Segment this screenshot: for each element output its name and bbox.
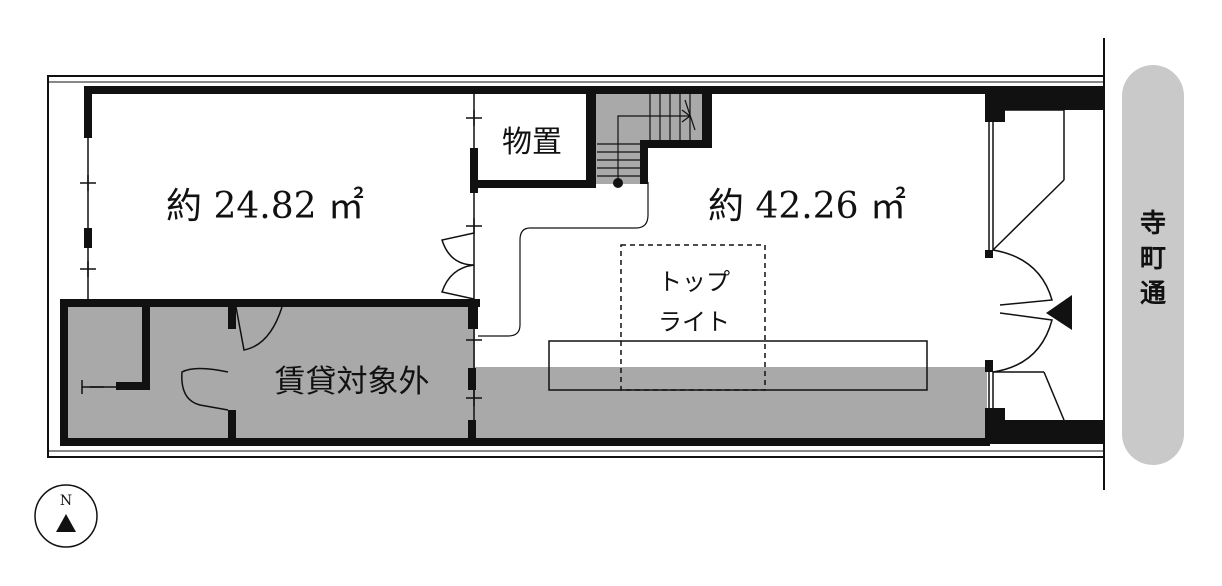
street-band — [1122, 65, 1184, 465]
street-name-char-2: 町 — [1140, 244, 1166, 274]
stair-shaft-shade-2 — [595, 92, 647, 184]
skylight-outline — [620, 244, 766, 391]
doors — [181, 232, 1053, 411]
site-outline — [47, 75, 1105, 458]
wall-tick-marks — [80, 110, 482, 406]
walls — [60, 86, 1105, 446]
compass-circle — [34, 484, 98, 548]
north-compass: N — [34, 484, 98, 548]
staircase — [478, 94, 696, 337]
street-name-char-3: 通 — [1140, 279, 1166, 309]
storage-label: 物置 — [502, 125, 562, 160]
entrance-arrow-icon — [1046, 295, 1072, 330]
excluded-zone-corridor — [475, 367, 987, 442]
skylight-label-line-2: ライト — [658, 308, 730, 336]
excluded-zone-left — [65, 300, 475, 442]
left-room-area: 約 24.82 ㎡ — [166, 185, 364, 227]
skylight-label-line-1: トップ — [658, 268, 730, 296]
compass-north-letter: N — [60, 493, 72, 509]
street-name-char-1: 寺 — [1140, 209, 1166, 239]
right-room-area: 約 42.26 ㎡ — [708, 185, 906, 227]
stair-start-marker — [613, 178, 623, 188]
excluded-label: 賃貸対象外 — [275, 364, 430, 400]
north-arrow-icon — [56, 514, 76, 532]
